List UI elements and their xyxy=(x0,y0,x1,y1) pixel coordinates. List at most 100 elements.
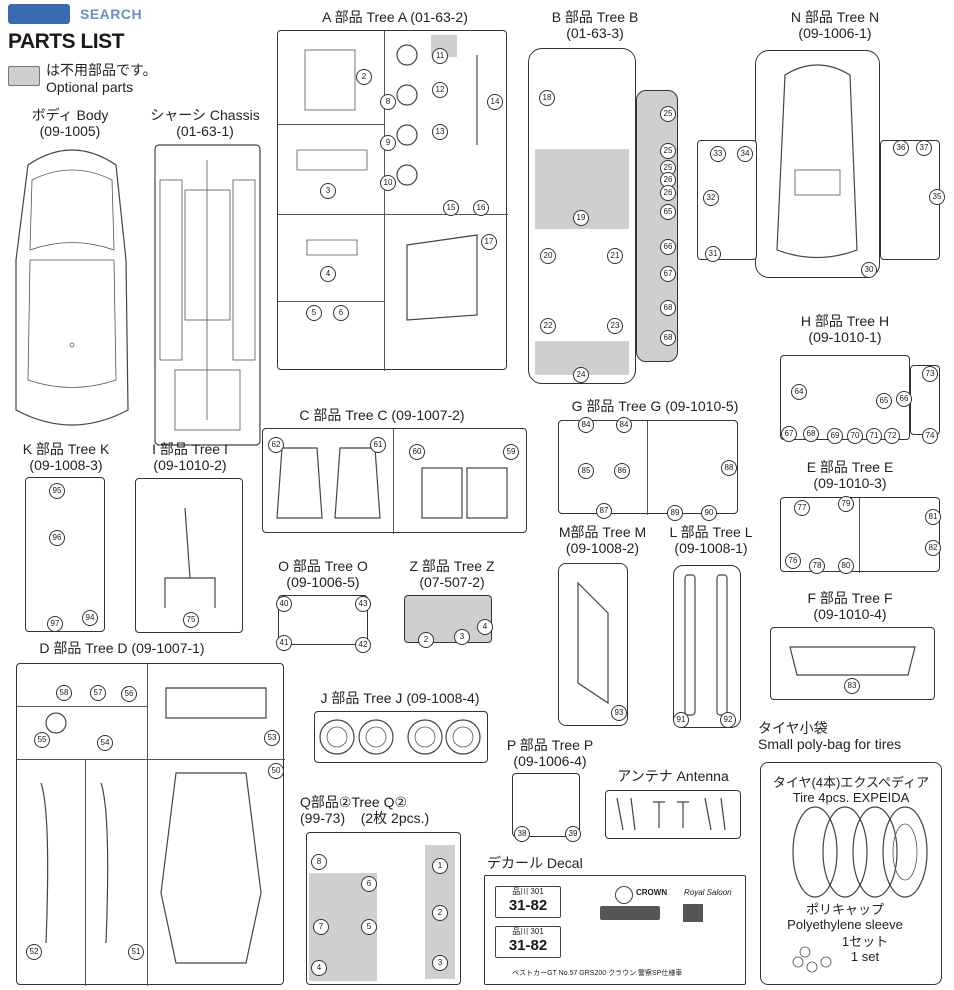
part-number-41: 41 xyxy=(276,635,292,651)
decal-crown-emblem-icon xyxy=(615,886,633,904)
part-number-16: 16 xyxy=(473,200,489,216)
tree-c-label: C 部品 Tree C (09-1007-2) xyxy=(299,407,465,423)
decal-label: デカール Decal xyxy=(487,855,583,871)
part-number-55: 55 xyxy=(34,732,50,748)
part-number-67: 67 xyxy=(660,266,676,282)
part-number-56: 56 xyxy=(121,686,137,702)
tree-b-label: B 部品 Tree B(01-63-3) xyxy=(551,9,639,41)
tire-bag-frame xyxy=(760,762,942,985)
part-number-93: 93 xyxy=(611,705,627,721)
part-number-26b: 26 xyxy=(660,185,676,201)
part-number-71: 71 xyxy=(866,428,882,444)
part-number-97: 97 xyxy=(47,616,63,632)
part-number-31: 31 xyxy=(705,246,721,262)
tree-n-main-frame xyxy=(755,50,880,278)
part-number-92: 92 xyxy=(720,712,736,728)
part-number-5: 5 xyxy=(306,305,322,321)
part-number-23: 23 xyxy=(607,318,623,334)
part-number-84b: 84 xyxy=(616,417,632,433)
part-number-50: 50 xyxy=(268,763,284,779)
part-number-24: 24 xyxy=(573,367,589,383)
part-number-q8: 8 xyxy=(311,854,327,870)
tree-e-label: E 部品 Tree E(09-1010-3) xyxy=(806,459,894,491)
part-number-43: 43 xyxy=(355,596,371,612)
part-number-53: 53 xyxy=(264,730,280,746)
tree-n-right-frame xyxy=(880,140,940,260)
part-number-80: 80 xyxy=(838,558,854,574)
part-number-64: 64 xyxy=(791,384,807,400)
part-number-60: 60 xyxy=(409,444,425,460)
legend-jp: は不用部品です。 xyxy=(46,62,157,78)
tree-p-label: P 部品 Tree P(09-1006-4) xyxy=(506,737,594,769)
tree-d-label: D 部品 Tree D (09-1007-1) xyxy=(39,640,205,656)
antenna-parts xyxy=(616,797,726,831)
tree-o-frame xyxy=(278,595,368,645)
part-number-30: 30 xyxy=(861,262,877,278)
part-number-89: 89 xyxy=(667,505,683,521)
tree-l-sideskirts xyxy=(684,574,728,716)
tree-n-label: N 部品 Tree N(09-1006-1) xyxy=(790,9,880,41)
part-number-11: 11 xyxy=(432,48,448,64)
tree-f-label: F 部品 Tree F(09-1010-4) xyxy=(807,590,893,622)
part-number-75: 75 xyxy=(183,612,199,628)
antenna-label: アンテナ Antenna xyxy=(617,768,729,784)
part-number-14: 14 xyxy=(487,94,503,110)
part-number-70: 70 xyxy=(847,428,863,444)
decal-footer-text: ベストカーGT No.57 GRS200 クラウン 警察SP仕様車 xyxy=(512,970,683,977)
part-number-73: 73 xyxy=(922,366,938,382)
part-number-42: 42 xyxy=(355,637,371,653)
tree-f-frame xyxy=(770,627,935,700)
part-number-13: 13 xyxy=(432,124,448,140)
part-number-36: 36 xyxy=(893,140,909,156)
part-number-65: 65 xyxy=(660,204,676,220)
part-number-q3: 3 xyxy=(432,955,448,971)
part-number-65h: 65 xyxy=(876,393,892,409)
chassis-label: シャーシ Chassis(01-63-1) xyxy=(150,107,260,139)
page-title: PARTS LIST xyxy=(8,30,124,53)
part-number-76: 76 xyxy=(785,553,801,569)
part-number-25a: 25 xyxy=(660,106,676,122)
tree-g-label: G 部品 Tree G (09-1010-5) xyxy=(571,398,739,414)
part-number-39: 39 xyxy=(565,826,581,842)
tree-l-label: L 部品 Tree L(09-1008-1) xyxy=(669,524,753,556)
part-number-62: 62 xyxy=(268,437,284,453)
part-number-79: 79 xyxy=(838,496,854,512)
part-number-z4: 4 xyxy=(477,619,493,635)
tree-z-frame xyxy=(404,595,492,643)
part-number-51: 51 xyxy=(128,944,144,960)
part-number-19: 19 xyxy=(573,210,589,226)
part-number-z2: 2 xyxy=(418,632,434,648)
tree-q-label: Q部品②Tree Q② (99-73) (2枚 2pcs.) xyxy=(300,794,430,826)
legend-en: Optional parts xyxy=(46,79,134,95)
part-number-q4: 4 xyxy=(311,960,327,976)
part-number-88: 88 xyxy=(721,460,737,476)
part-number-20: 20 xyxy=(540,248,556,264)
part-number-17: 17 xyxy=(481,234,497,250)
part-number-87: 87 xyxy=(596,503,612,519)
decal-crown-text: CROWN xyxy=(636,888,668,897)
part-number-32: 32 xyxy=(703,190,719,206)
tree-n-body-drawing xyxy=(776,64,858,259)
part-number-9: 9 xyxy=(380,135,396,151)
part-number-95: 95 xyxy=(49,483,65,499)
part-number-35: 35 xyxy=(929,189,945,205)
part-number-37: 37 xyxy=(916,140,932,156)
part-number-86: 86 xyxy=(614,463,630,479)
decal-dark-block xyxy=(683,904,703,922)
tree-c-seats xyxy=(276,447,508,519)
part-number-57: 57 xyxy=(90,685,106,701)
tree-z-label: Z 部品 Tree Z(07-507-2) xyxy=(409,558,495,590)
tree-j-frame xyxy=(314,711,488,763)
part-number-8: 8 xyxy=(380,94,396,110)
part-number-25b: 25 xyxy=(660,143,676,159)
part-number-18: 18 xyxy=(539,90,555,106)
part-number-67h: 67 xyxy=(781,426,797,442)
tree-i-exhaust xyxy=(164,507,216,608)
part-number-68b: 68 xyxy=(660,330,676,346)
tree-j-label: J 部品 Tree J (09-1008-4) xyxy=(320,690,480,706)
part-number-72: 72 xyxy=(884,428,900,444)
part-number-59: 59 xyxy=(503,444,519,460)
decal-dark-strip xyxy=(600,906,660,920)
